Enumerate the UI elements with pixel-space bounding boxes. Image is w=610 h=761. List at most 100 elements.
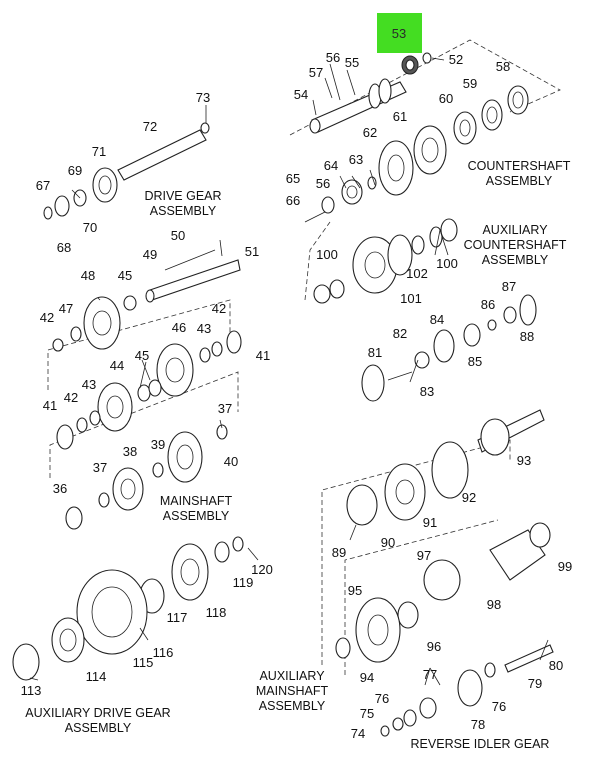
shaft-79 [504, 644, 554, 673]
highlight-label[interactable]: 53 [392, 26, 406, 41]
bearing-100 [440, 218, 458, 242]
aux-mainshaft-boundary [321, 439, 511, 665]
bearing-85 [463, 323, 481, 347]
callout-54: 54 [294, 87, 308, 102]
range-parts-group [361, 294, 537, 402]
mainshaft-bar [149, 259, 241, 301]
gear-95 [355, 597, 401, 663]
callout-41b: 41 [43, 398, 57, 413]
bearing-119 [214, 541, 230, 563]
callout-86: 86 [481, 297, 495, 312]
callout-58: 58 [496, 59, 510, 74]
countershaft-title-2: ASSEMBLY [486, 174, 553, 188]
callout-90: 90 [381, 535, 395, 550]
gear-114 [51, 617, 85, 663]
aux-mainshaft-boundary-2 [344, 519, 499, 675]
bearing-77 [419, 697, 437, 719]
callout-52: 52 [449, 52, 463, 67]
shaft-end [309, 118, 321, 134]
gear-46 [156, 343, 194, 397]
callout-61: 61 [393, 109, 407, 124]
washer-65 [321, 196, 335, 214]
callout-77: 77 [423, 667, 437, 682]
output-group [335, 522, 551, 663]
gear-71 [92, 167, 118, 203]
washer-96 [397, 601, 419, 629]
callout-91: 91 [423, 515, 437, 530]
callout-57: 57 [309, 65, 323, 80]
gear-60 [453, 111, 477, 145]
gear-118 [171, 543, 209, 601]
callout-70: 70 [83, 220, 97, 235]
aux-mainshaft-title-1: AUXILIARY [259, 669, 325, 683]
callout-65: 65 [286, 171, 300, 186]
plate-92 [431, 441, 469, 499]
nut-74 [380, 725, 390, 737]
callout-56a: 56 [326, 50, 340, 65]
reverse-idler-title: REVERSE IDLER GEAR [411, 737, 550, 751]
callout-62: 62 [363, 125, 377, 140]
callout-64: 64 [324, 158, 338, 173]
callout-43b: 43 [82, 377, 96, 392]
washer-68 [54, 195, 70, 217]
aux-countershaft-title-2: COUNTERSHAFT [464, 238, 567, 252]
callout-97: 97 [417, 548, 431, 563]
callout-50: 50 [171, 228, 185, 243]
callout-44: 44 [110, 358, 124, 373]
callout-63: 63 [349, 152, 363, 167]
callout-96: 96 [427, 639, 441, 654]
drive-gear-title-2: ASSEMBLY [150, 204, 217, 218]
callout-74: 74 [351, 726, 365, 741]
gear-41-top [226, 330, 242, 354]
callout-55: 55 [345, 55, 359, 70]
callout-numbers: 52 54 55 56 57 58 59 60 61 62 63 64 65 5… [21, 50, 573, 741]
callout-119: 119 [233, 575, 254, 590]
highlight-box[interactable] [377, 13, 422, 53]
washer-102 [411, 235, 425, 255]
callout-113: 113 [21, 683, 42, 698]
gear-36 [65, 506, 83, 530]
range-cylinder-group [346, 409, 545, 541]
aux-countershaft-title-1: AUXILIARY [482, 223, 548, 237]
gear-84 [433, 329, 455, 363]
callout-51: 51 [245, 244, 259, 259]
callout-60: 60 [439, 91, 453, 106]
reverse-idler-group [380, 644, 554, 737]
aux-mainshaft-title-3: ASSEMBLY [259, 699, 326, 713]
mainshaft-boundary-lower [49, 371, 239, 478]
bearing-113 [12, 643, 40, 681]
callout-48: 48 [81, 268, 95, 283]
callout-83: 83 [420, 384, 434, 399]
countershaft-group [304, 52, 529, 223]
callout-76a: 76 [375, 691, 389, 706]
callout-115: 115 [133, 655, 154, 670]
callout-88: 88 [520, 329, 534, 344]
callout-49: 49 [143, 247, 157, 262]
bolt-116 [139, 627, 149, 641]
callout-118: 118 [206, 605, 227, 620]
callout-73: 73 [196, 90, 210, 105]
gear-81 [361, 364, 385, 402]
callout-76b: 76 [492, 699, 506, 714]
callout-36: 36 [53, 481, 67, 496]
callout-37b: 37 [93, 460, 107, 475]
mainshaft-boundary-upper [47, 299, 231, 390]
aux-countershaft-group [313, 218, 458, 304]
callout-116: 116 [153, 645, 174, 660]
bolt-82 [387, 371, 413, 381]
aux-drive-gear-title-1: AUXILIARY DRIVE GEAR [25, 706, 170, 720]
callout-99: 99 [558, 559, 572, 574]
gear-40 [167, 431, 203, 483]
callout-84: 84 [430, 312, 444, 327]
countershaft-shaft [311, 81, 407, 133]
washer-94 [335, 637, 351, 659]
callout-68: 68 [57, 240, 71, 255]
washer-83 [414, 351, 430, 369]
pin-89 [349, 524, 357, 541]
callout-87: 87 [502, 279, 516, 294]
bolt-66 [304, 211, 326, 223]
callout-117: 117 [167, 610, 188, 625]
mainshaft-title-1: MAINSHAFT [160, 494, 233, 508]
gear-58 [507, 85, 529, 115]
